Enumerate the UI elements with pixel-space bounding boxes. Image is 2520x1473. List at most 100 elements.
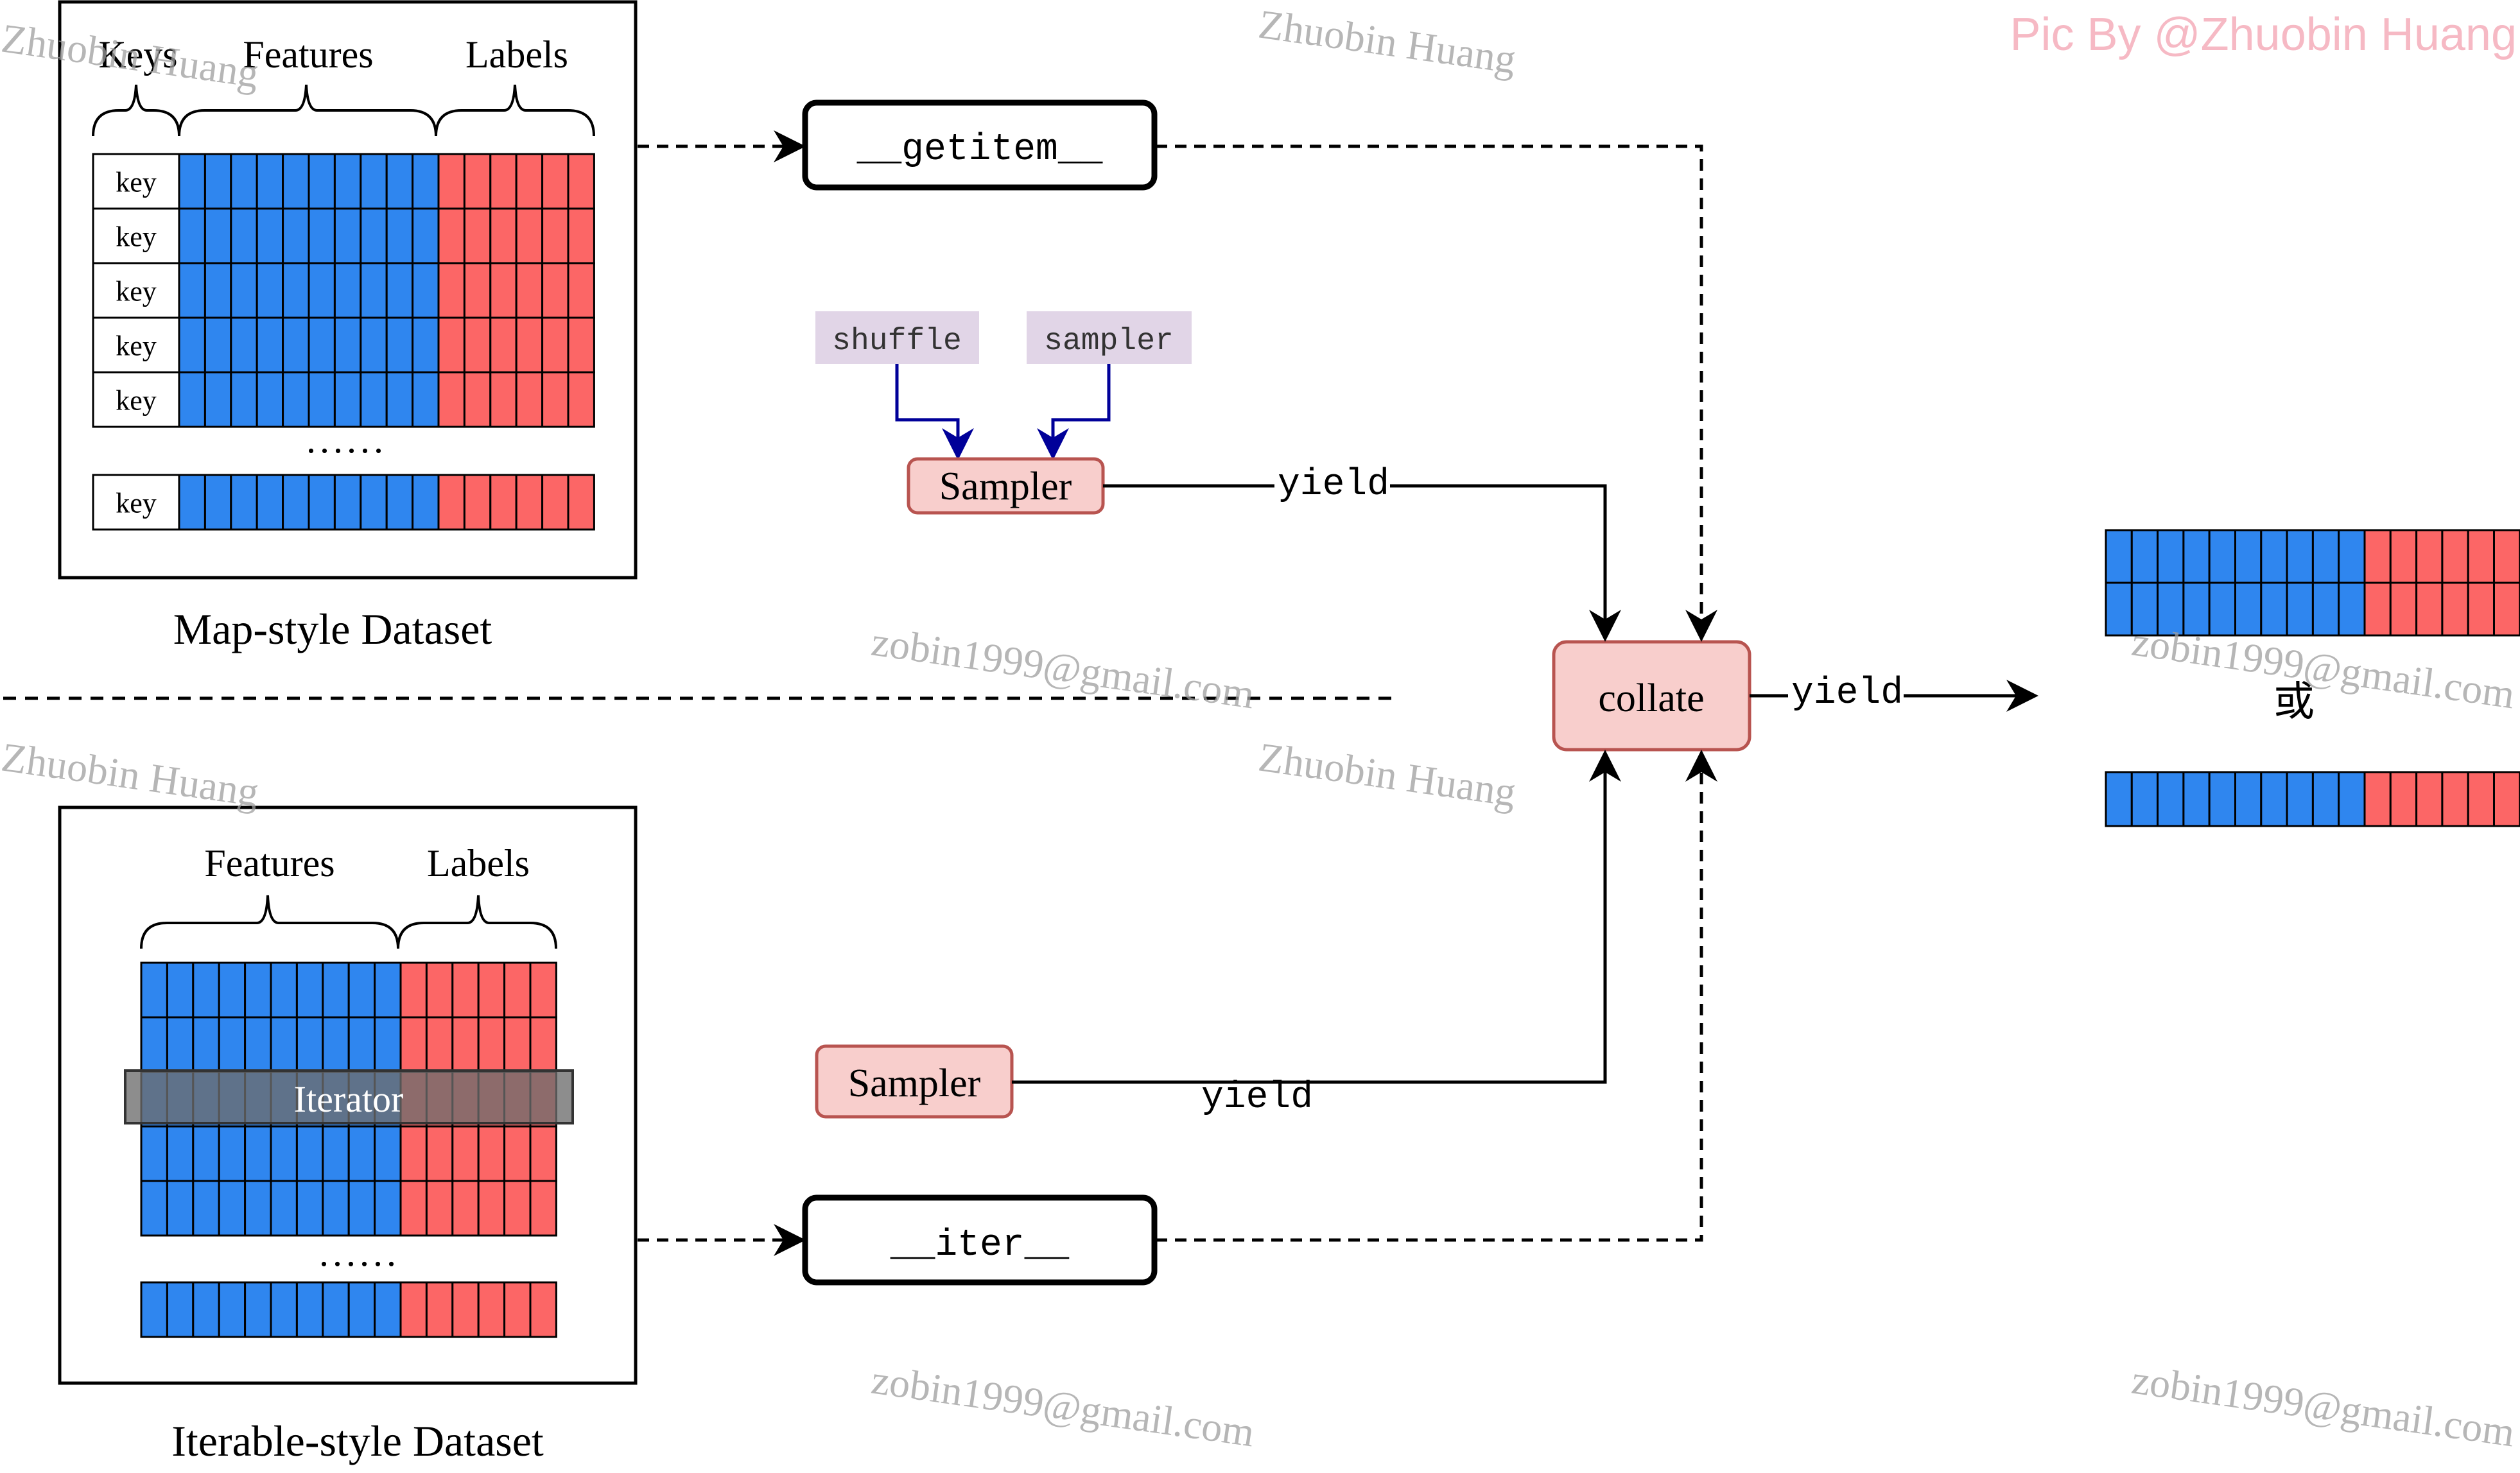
label-cell [399, 1281, 428, 1338]
feature-cell [166, 961, 195, 1019]
feature-cell [360, 474, 388, 531]
feature-cell [333, 262, 362, 319]
feature-cell [360, 262, 388, 319]
label-cell [2493, 771, 2520, 827]
label-cell [463, 474, 492, 531]
label-cell [567, 153, 595, 210]
label-cell [437, 207, 465, 264]
label-cell [463, 262, 492, 319]
email-watermark: zobin1999@gmail.com [869, 1357, 1257, 1456]
label-cell [503, 1125, 532, 1182]
feature-cell [385, 153, 414, 210]
feature-cell [374, 1180, 402, 1237]
label-cell [503, 1180, 532, 1237]
feature-cell [2311, 581, 2340, 637]
feature-cell [2286, 771, 2314, 827]
feature-cell [2311, 529, 2340, 584]
feature-cell [166, 1016, 195, 1073]
feature-cell [230, 474, 258, 531]
feature-cell [270, 1125, 298, 1182]
feature-cell [295, 1281, 324, 1338]
label-cell [567, 316, 595, 374]
feature-cell [192, 1180, 220, 1237]
feature-cell [385, 474, 414, 531]
feature-cell [385, 371, 414, 428]
label-cell [529, 1281, 557, 1338]
iterator-label: Iterator [294, 1078, 404, 1120]
label-cell [2415, 581, 2444, 637]
feature-cell [2105, 771, 2133, 827]
label-cell [477, 961, 506, 1019]
feature-cell [385, 316, 414, 374]
key-cell [92, 316, 180, 374]
getitem-to-collate-arrow [1156, 144, 1717, 642]
label-cell [451, 1016, 480, 1073]
feature-cell [322, 1281, 350, 1338]
email-watermark: zobin1999@gmail.com [2129, 1357, 2517, 1456]
label-cell [399, 961, 428, 1019]
feature-cell [178, 371, 206, 428]
data-row [178, 262, 595, 319]
label-cell [515, 316, 544, 374]
label-cell [2389, 529, 2418, 584]
label-cell [529, 1016, 557, 1073]
label-cell [541, 474, 569, 531]
label-cell [489, 153, 517, 210]
feature-cell [2157, 771, 2185, 827]
label-cell [437, 371, 465, 428]
label-cell [515, 207, 544, 264]
label-cell [489, 262, 517, 319]
key-cell-label: key [116, 167, 157, 198]
label-cell [2363, 529, 2392, 584]
feature-cell [256, 207, 284, 264]
feature-cell [347, 1281, 376, 1338]
feature-cell [244, 1016, 272, 1073]
feature-cell [270, 1016, 298, 1073]
label-cell [567, 371, 595, 428]
feature-cell [2338, 529, 2366, 584]
feature-cell [282, 316, 310, 374]
feature-cell [2208, 581, 2236, 637]
label-cell [2467, 529, 2495, 584]
feature-cell [178, 262, 206, 319]
feature-cell [204, 207, 232, 264]
feature-cell [192, 1016, 220, 1073]
label-cell [463, 153, 492, 210]
label-cell [451, 1180, 480, 1237]
feature-cell [347, 1180, 376, 1237]
data-row [140, 1125, 557, 1182]
data-row [178, 371, 595, 428]
label-cell [489, 474, 517, 531]
iter-labels-header: Labels [427, 842, 530, 884]
feature-cell [412, 153, 440, 210]
feature-cell [2286, 529, 2314, 584]
label-cell [489, 207, 517, 264]
label-cell [451, 1125, 480, 1182]
label-cell [503, 961, 532, 1019]
label-cell [2415, 529, 2444, 584]
yield-top-label: yield [1278, 464, 1389, 506]
sampler-bottom-label: Sampler [848, 1062, 981, 1105]
feature-cell [204, 371, 232, 428]
map-ellipsis: ...... [306, 418, 387, 461]
label-cell [541, 207, 569, 264]
yield-bottom-label: yield [1201, 1077, 1313, 1119]
feature-cell [204, 316, 232, 374]
feature-cell [2208, 529, 2236, 584]
email-watermark: zobin1999@gmail.com [869, 619, 1257, 718]
feature-cell [308, 371, 336, 428]
feature-cell [270, 961, 298, 1019]
feature-cell [218, 1180, 247, 1237]
feature-cell [295, 1125, 324, 1182]
collate-label: collate [1598, 676, 1704, 720]
feature-cell [308, 474, 336, 531]
getitem-label: __getitem__ [856, 129, 1103, 171]
data-row [2105, 771, 2520, 827]
label-cell [399, 1125, 428, 1182]
label-cell [451, 1281, 480, 1338]
feature-cell [333, 474, 362, 531]
data-row [2105, 529, 2520, 584]
key-cell-label: key [116, 331, 157, 362]
feature-cell [360, 316, 388, 374]
